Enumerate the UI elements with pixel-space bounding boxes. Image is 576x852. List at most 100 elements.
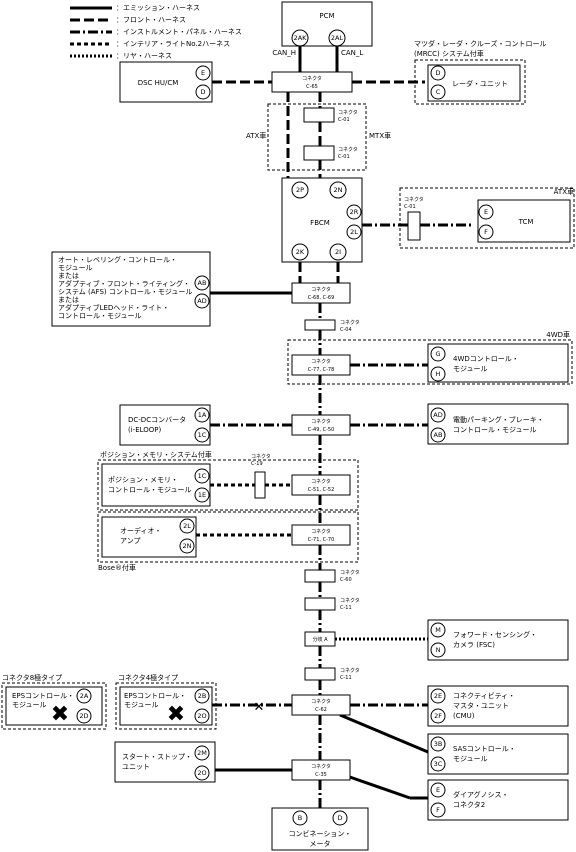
cmu-label-3: (CMU) <box>453 712 475 720</box>
posmem-label-2: コントロール・モジュール <box>108 486 192 494</box>
pin-e-tcm-label: E <box>484 208 488 216</box>
legend-label-instrument: ：インストルメント・パネル・ハーネス <box>116 28 242 36</box>
radar-option-title-2: (MRCC) システム付車 <box>414 49 484 58</box>
connector-c68: コネクタ C-68, C-69 <box>291 282 351 304</box>
pin-1c-posmem <box>194 468 210 484</box>
connector-c51-box <box>291 474 351 496</box>
connector-c04-box <box>304 319 336 331</box>
pin-2l-label: 2L <box>350 228 358 236</box>
posmem-group: ポジション・メモリ・システム付車 ポジション・メモリ・ コントロール・モジュール… <box>97 450 359 511</box>
pin-2d-eps8-label: 2D <box>79 712 88 720</box>
connector-c04: コネクタ C-04 <box>304 319 360 333</box>
pin-c-radar <box>430 84 446 100</box>
pin-h-label: H <box>436 370 441 378</box>
connector-c11-b-caption: コネクタ <box>340 667 360 674</box>
can-h-label: CAN_H <box>272 49 296 57</box>
connector-c62-caption: コネクタ <box>311 698 331 705</box>
eps8-label-2: モジュール <box>12 701 47 709</box>
leveling-line-3: または <box>58 272 79 280</box>
pin-2r-label: 2R <box>350 208 359 216</box>
pin-2o-eps4 <box>194 708 210 724</box>
radar-option-frame <box>414 59 526 105</box>
eps4-label-1: EPSコントロール・ <box>124 692 186 700</box>
leveling-line-1: オート・レベリング・コントロール・ <box>58 255 177 264</box>
pin-m-label: M <box>435 626 441 634</box>
pin-2ak <box>291 29 309 47</box>
pin-2i-label: 2I <box>335 248 341 256</box>
pin-2o-startstop <box>194 765 210 781</box>
pin-d-combi <box>332 810 348 826</box>
connector-c04-caption: コネクタ <box>340 319 360 326</box>
connector-c77-id: C-77, C-78 <box>308 367 335 373</box>
pin-1c-posmem-label: 1C <box>198 472 207 480</box>
pin-1c-dcdc-label: 1C <box>198 431 207 439</box>
combi-meter-label-1: コンビネーション・ <box>289 829 352 838</box>
connector-c51-caption: コネクタ <box>311 478 331 485</box>
leveling-line-7: アダプティブLEDヘッド・ライト・ <box>58 303 169 312</box>
eps8-option-frame <box>1 682 107 730</box>
fourwd-box <box>427 343 569 383</box>
pin-c-radar-label: C <box>436 88 441 96</box>
pin-f-tcm <box>478 224 494 240</box>
legend-label-emission: ：エミッション・ハーネス <box>116 4 200 12</box>
pin-2l-audio <box>179 518 195 534</box>
pin-e-label: E <box>201 69 205 77</box>
connector-c68-id: C-68, C-69 <box>308 295 335 301</box>
cmu-label-2: マスタ・ユニット <box>453 701 509 710</box>
connector-c62-id: C-62 <box>315 707 327 713</box>
pin-ab-epb <box>430 427 446 443</box>
legend: ：エミッション・ハーネス ：フロント・ハーネス ：インストルメント・パネル・ハー… <box>70 4 242 60</box>
can-l-label: CAN_L <box>341 49 363 57</box>
connector-c71-id: C-71, C-70 <box>308 537 335 543</box>
connector-c01-b-id: C-01 <box>338 154 350 160</box>
cmu-label-1: コネクティビティ・ <box>453 691 515 700</box>
connector-c77-caption: コネクタ <box>311 358 331 365</box>
pin-m <box>430 622 446 638</box>
split-a-box <box>304 631 336 647</box>
connector-c71-box <box>291 524 351 546</box>
sas-module: 3B 3C SASコントロール・ モジュール <box>427 733 569 775</box>
fbcm-module: FBCM 2P 2N 2R 2L 2K 2I <box>281 177 363 263</box>
pin-2d-eps8 <box>76 708 92 724</box>
connector-c01-tcm-caption: コネクタ <box>404 196 424 203</box>
wire-sas <box>339 713 429 754</box>
sas-label-2: モジュール <box>453 755 488 763</box>
pin-3c-sas-label: 3C <box>434 760 443 768</box>
pin-f-tcm-label: F <box>484 228 488 236</box>
atx-mtx-frame <box>267 103 367 171</box>
diag-label-2: コネクタ2 <box>453 800 485 809</box>
eps8-label-1: EPSコントロール・ <box>12 692 74 700</box>
pin-f-diag-label: F <box>436 806 440 814</box>
dcdc-module: DC-DCコンバータ (i-ELOOP) 1A 1C <box>119 404 211 446</box>
atx-right-label: ATX車 <box>554 187 574 196</box>
leveling-box <box>51 251 211 327</box>
wires <box>196 46 474 808</box>
pin-2p-label: 2P <box>296 186 304 194</box>
legend-label-interior: ：インテリア・ライトNo.2ハーネス <box>116 40 230 48</box>
connector-c19-caption: コネクタ <box>251 453 271 460</box>
posmem-box <box>101 463 211 507</box>
eps4-not-used-cross-icon: ✖ <box>167 702 185 727</box>
connector-c35: コネクタ C-35 <box>291 759 351 781</box>
posmem-option-frame <box>97 459 359 511</box>
pin-d-radar-label: D <box>435 69 440 77</box>
pin-1c-dcdc <box>194 427 210 443</box>
pin-2l-audio-label: 2L <box>183 522 191 530</box>
fsc-label-2: カメラ (FSC) <box>453 641 495 649</box>
connector-c68-box <box>291 282 351 304</box>
connector-c60: コネクタ C-60 <box>304 569 360 583</box>
tcm-box <box>477 199 571 243</box>
diag-label-1: ダイアグノシス・ <box>453 790 509 799</box>
connector-c49-caption: コネクタ <box>311 418 331 425</box>
pin-1a-dcdc-label: 1A <box>198 411 207 419</box>
pin-2n-audio <box>179 538 195 554</box>
pin-f-diag <box>430 802 446 818</box>
pin-2o-startstop-label: 2O <box>197 769 206 777</box>
connector-c01-tcm-id: C-01 <box>404 204 416 210</box>
pin-g-label: G <box>435 350 440 358</box>
connector-c49-box <box>291 414 351 436</box>
split-a: 分岐 A <box>304 631 336 647</box>
connector-c35-id: C-35 <box>315 772 327 778</box>
pin-d-label: D <box>200 88 205 96</box>
pin-e-diag <box>430 782 446 798</box>
